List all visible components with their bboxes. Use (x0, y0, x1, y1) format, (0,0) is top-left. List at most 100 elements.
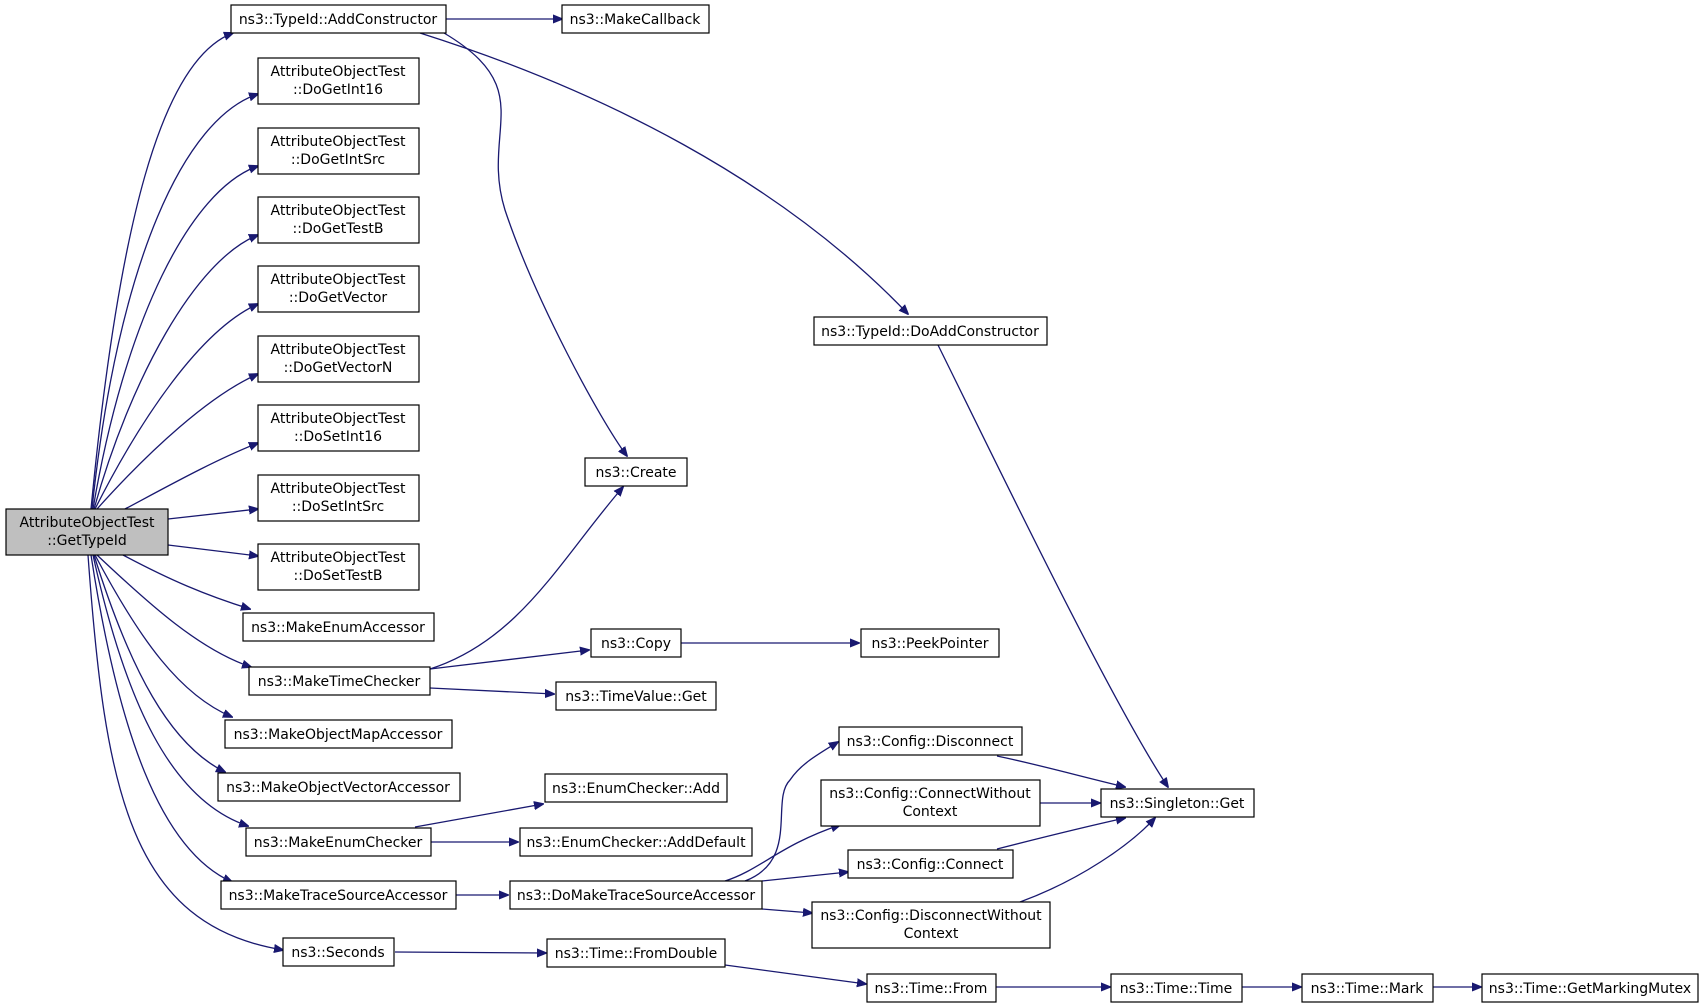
node-make-trace-source-accessor[interactable]: ns3::MakeTraceSourceAccessor (220, 880, 457, 910)
node-seconds[interactable]: ns3::Seconds (282, 937, 395, 967)
node-root-label-2: ::GetTypeId (47, 533, 127, 549)
node-do-get-vector-n[interactable]: AttributeObjectTest ::DoGetVectorN (257, 335, 420, 383)
node-enum-checker-add-label: ns3::EnumChecker::Add (552, 781, 720, 797)
edge-root-to-do-set-int-src (167, 509, 258, 520)
node-do-get-vector-n-label-2: ::DoGetVectorN (284, 360, 393, 376)
edge-add-constructor-to-do-add-constructor (419, 32, 908, 314)
node-time-from[interactable]: ns3::Time::From (866, 973, 997, 1003)
edge-root-to-seconds (87, 554, 283, 950)
node-make-time-checker[interactable]: ns3::MakeTimeChecker (248, 666, 431, 696)
edge-root-to-make-time-checker (96, 554, 251, 667)
edge-seconds-to-time-from-double (394, 952, 546, 953)
node-time-get-marking-mutex[interactable]: ns3::Time::GetMarkingMutex (1481, 973, 1699, 1003)
node-time-value-get[interactable]: ns3::TimeValue::Get (555, 681, 717, 711)
node-do-make-trace-source-accessor-label: ns3::DoMakeTraceSourceAccessor (517, 888, 755, 904)
node-do-set-test-b-label-1: AttributeObjectTest (271, 550, 406, 566)
edge-root-to-do-get-test-b (93, 235, 258, 510)
node-time-get-marking-mutex-label: ns3::Time::GetMarkingMutex (1489, 981, 1691, 997)
node-time-from-double[interactable]: ns3::Time::FromDouble (546, 938, 726, 968)
edge-root-to-do-get-vector (94, 304, 258, 510)
node-make-object-map-accessor-label: ns3::MakeObjectMapAccessor (234, 727, 443, 743)
node-make-object-vector-accessor-label: ns3::MakeObjectVectorAccessor (226, 780, 450, 796)
node-config-disconnect-without-context-label-2: Context (904, 926, 959, 942)
node-make-callback[interactable]: ns3::MakeCallback (561, 4, 710, 34)
node-copy-label: ns3::Copy (601, 636, 671, 652)
node-make-object-map-accessor[interactable]: ns3::MakeObjectMapAccessor (224, 719, 453, 749)
node-do-make-trace-source-accessor[interactable]: ns3::DoMakeTraceSourceAccessor (509, 880, 763, 910)
node-do-set-int-src-label-2: ::DoSetIntSrc (292, 499, 384, 515)
node-do-get-test-b[interactable]: AttributeObjectTest ::DoGetTestB (257, 196, 420, 244)
edge-do-make-trace-source-accessor-to-config-connect-without-context (724, 825, 840, 882)
node-enum-checker-add[interactable]: ns3::EnumChecker::Add (544, 773, 728, 803)
node-config-disconnect-without-context[interactable]: ns3::Config::DisconnectWithout Context (811, 901, 1051, 949)
node-seconds-label: ns3::Seconds (291, 945, 384, 961)
edge-make-time-checker-to-copy (429, 650, 589, 670)
node-config-disconnect[interactable]: ns3::Config::Disconnect (838, 726, 1023, 756)
node-do-get-vector-label-2: ::DoGetVector (289, 290, 388, 306)
edge-config-disconnect-without-context-to-singleton-get (1019, 818, 1155, 903)
edge-root-to-make-enum-checker (92, 554, 248, 826)
edge-do-make-trace-source-accessor-to-config-connect (761, 872, 848, 882)
edge-root-to-do-set-test-b (167, 544, 258, 556)
edge-config-disconnect-to-singleton-get (996, 755, 1125, 787)
node-do-set-int16[interactable]: AttributeObjectTest ::DoSetInt16 (257, 404, 420, 452)
node-make-enum-checker[interactable]: ns3::MakeEnumChecker (245, 827, 432, 857)
node-enum-checker-add-default-label: ns3::EnumChecker::AddDefault (526, 835, 746, 851)
edge-layer (87, 19, 1481, 987)
node-do-get-vector-n-label-1: AttributeObjectTest (271, 342, 406, 358)
edge-make-time-checker-to-time-value-get (429, 687, 554, 694)
node-do-set-test-b[interactable]: AttributeObjectTest ::DoSetTestB (257, 543, 420, 591)
node-add-constructor[interactable]: ns3::TypeId::AddConstructor (230, 4, 447, 34)
node-do-set-test-b-label-2: ::DoSetTestB (294, 568, 383, 584)
edge-do-add-constructor-to-singleton-get (937, 344, 1168, 787)
node-enum-checker-add-default[interactable]: ns3::EnumChecker::AddDefault (519, 827, 753, 857)
node-time-mark[interactable]: ns3::Time::Mark (1301, 973, 1434, 1003)
node-do-set-int-src-label-1: AttributeObjectTest (271, 481, 406, 497)
edge-add-constructor-to-create (443, 32, 627, 456)
edge-time-from-double-to-time-from (724, 964, 866, 984)
edge-root-to-do-get-vector-n (96, 374, 258, 510)
node-do-get-int16-label-2: ::DoGetInt16 (293, 82, 383, 98)
node-time-mark-label: ns3::Time::Mark (1311, 981, 1425, 997)
node-do-get-test-b-label-2: ::DoGetTestB (293, 221, 384, 237)
node-config-connect-without-context[interactable]: ns3::Config::ConnectWithout Context (820, 779, 1041, 827)
node-make-enum-accessor-label: ns3::MakeEnumAccessor (251, 620, 425, 636)
node-make-object-vector-accessor[interactable]: ns3::MakeObjectVectorAccessor (217, 772, 461, 802)
node-add-constructor-label: ns3::TypeId::AddConstructor (239, 12, 438, 28)
node-config-connect[interactable]: ns3::Config::Connect (847, 849, 1014, 879)
node-do-get-vector[interactable]: AttributeObjectTest ::DoGetVector (257, 265, 420, 313)
node-time-value-get-label: ns3::TimeValue::Get (565, 689, 707, 705)
edge-root-to-add-constructor (90, 33, 233, 510)
node-do-set-int-src[interactable]: AttributeObjectTest ::DoSetIntSrc (257, 474, 420, 522)
edge-root-to-do-get-int16 (91, 94, 258, 510)
node-do-get-int16-label-1: AttributeObjectTest (271, 64, 406, 80)
node-config-disconnect-label: ns3::Config::Disconnect (847, 734, 1014, 750)
node-peek-pointer-label: ns3::PeekPointer (872, 636, 989, 652)
node-do-get-int-src[interactable]: AttributeObjectTest ::DoGetIntSrc (257, 127, 420, 175)
node-do-get-int-src-label-2: ::DoGetIntSrc (291, 152, 385, 168)
node-do-add-constructor[interactable]: ns3::TypeId::DoAddConstructor (813, 316, 1048, 346)
node-singleton-get[interactable]: ns3::Singleton::Get (1100, 788, 1255, 818)
edge-config-connect-to-singleton-get (996, 818, 1125, 850)
node-root-label-1: AttributeObjectTest (20, 515, 155, 531)
node-time-time[interactable]: ns3::Time::Time (1110, 973, 1243, 1003)
node-time-time-label: ns3::Time::Time (1120, 981, 1232, 997)
edge-root-to-do-get-int-src (92, 166, 258, 510)
edge-root-to-do-set-int16 (124, 443, 258, 510)
node-copy[interactable]: ns3::Copy (590, 628, 682, 658)
node-do-get-vector-label-1: AttributeObjectTest (271, 272, 406, 288)
edge-do-make-trace-source-accessor-to-config-disconnect (744, 742, 838, 882)
node-time-from-double-label: ns3::Time::FromDouble (555, 946, 718, 962)
node-do-add-constructor-label: ns3::TypeId::DoAddConstructor (821, 324, 1039, 340)
node-do-get-int16[interactable]: AttributeObjectTest ::DoGetInt16 (257, 57, 420, 105)
node-make-enum-accessor[interactable]: ns3::MakeEnumAccessor (242, 612, 435, 642)
node-root[interactable]: AttributeObjectTest ::GetTypeId (5, 508, 169, 556)
node-create[interactable]: ns3::Create (584, 457, 688, 487)
node-make-time-checker-label: ns3::MakeTimeChecker (258, 674, 421, 690)
node-config-connect-without-context-label-1: ns3::Config::ConnectWithout (829, 786, 1031, 802)
node-peek-pointer[interactable]: ns3::PeekPointer (860, 628, 1000, 658)
edge-root-to-make-enum-accessor (122, 554, 250, 609)
edge-root-to-make-trace-source-accessor (90, 554, 232, 882)
node-config-connect-without-context-label-2: Context (903, 804, 958, 820)
edge-make-time-checker-to-create (429, 487, 623, 670)
